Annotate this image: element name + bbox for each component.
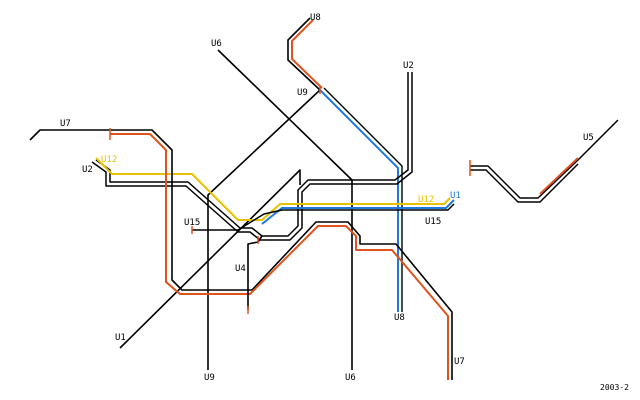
u2-line-a	[95, 72, 409, 237]
label-u1-right: U1	[450, 191, 461, 201]
label-u9-bottom: U9	[204, 373, 215, 383]
label-u1-bottom: U1	[115, 333, 126, 343]
label-u8-bottom: U8	[394, 313, 405, 323]
u7-line-orange	[110, 133, 449, 380]
u5-line-orange	[539, 157, 579, 195]
label-u7-bottom: U7	[454, 357, 465, 367]
u8-black-line	[323, 87, 403, 312]
label-u4: U4	[235, 264, 246, 274]
u2-line-b	[91, 72, 413, 241]
u4-line	[247, 235, 263, 310]
u15-line	[192, 203, 455, 231]
label-u8-top: U8	[310, 13, 321, 23]
u8-blue-line	[319, 89, 399, 312]
u7-line-black	[29, 129, 453, 380]
u5-line-b	[470, 163, 579, 203]
label-u15-right: U15	[425, 217, 441, 227]
label-u9-top: U9	[297, 88, 308, 98]
label-u15-left: U15	[184, 218, 200, 228]
u9-line	[207, 89, 321, 370]
u8-north-line-orange	[291, 19, 323, 89]
label-u5: U5	[583, 133, 594, 143]
u1-line	[119, 169, 301, 349]
label-u2-left: U2	[82, 165, 93, 175]
map-caption: 2003-2	[600, 383, 629, 392]
label-u12-left: U12	[101, 155, 117, 165]
u12-line	[95, 157, 451, 221]
u8-north-line-black	[287, 17, 321, 91]
u5-line-a	[470, 119, 619, 199]
label-u7-left: U7	[60, 119, 71, 129]
label-u6-top: U6	[211, 39, 222, 49]
label-u6-bottom: U6	[345, 373, 356, 383]
label-u2-top: U2	[403, 61, 414, 71]
label-u12-right: U12	[418, 195, 434, 205]
u1-cross-blue-line	[261, 199, 455, 225]
